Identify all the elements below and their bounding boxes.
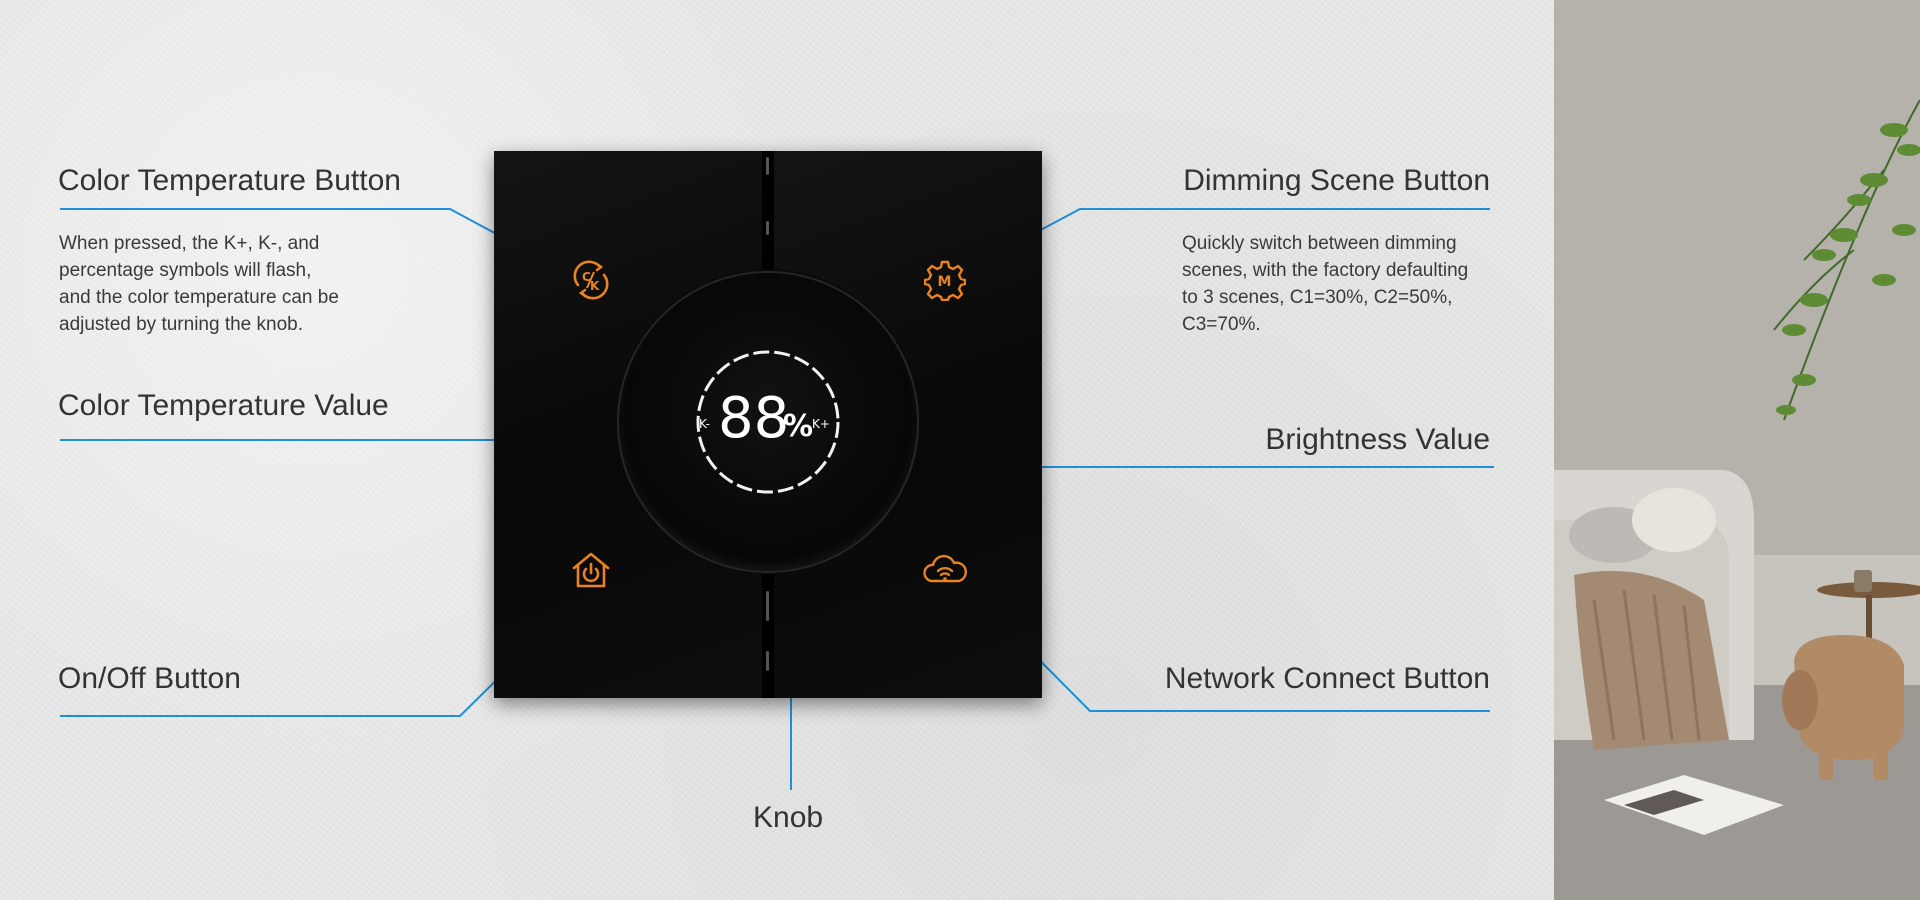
k-minus-label: K- — [699, 417, 710, 431]
k-plus-label: K+ — [812, 417, 830, 431]
smart-dimmer-panel: C K M — [494, 151, 1042, 698]
network-connect-button-title: Network Connect Button — [1164, 662, 1490, 695]
onoff-button-title: On/Off Button — [58, 662, 241, 695]
svg-text:C: C — [582, 270, 591, 284]
color-temperature-button-title: Color Temperature Button — [58, 164, 401, 197]
brightness-value-title: Brightness Value — [1265, 423, 1490, 456]
living-room-illustration — [1554, 0, 1920, 900]
knob[interactable]: K- 88 % K+ — [619, 273, 917, 571]
brightness-digits: 88 — [718, 386, 790, 451]
color-temperature-icon[interactable]: C K — [570, 259, 612, 306]
color-temperature-value-title: Color Temperature Value — [58, 389, 389, 422]
svg-text:M: M — [938, 274, 952, 290]
color-temperature-button-desc: When pressed, the K+, K-, and percentage… — [59, 233, 339, 335]
dimming-scene-button-desc: Quickly switch between dimming scenes, w… — [1182, 233, 1469, 335]
brightness-ring — [696, 350, 840, 494]
dimming-scene-gear-icon[interactable]: M — [923, 259, 967, 306]
knob-title: Knob — [753, 801, 824, 834]
percent-symbol: % — [783, 409, 814, 444]
room-photo — [1554, 0, 1920, 900]
dimming-scene-button-title: Dimming Scene Button — [1183, 164, 1490, 197]
home-power-icon[interactable] — [570, 549, 612, 596]
svg-text:K: K — [590, 279, 600, 293]
cloud-wifi-icon[interactable] — [922, 549, 968, 596]
